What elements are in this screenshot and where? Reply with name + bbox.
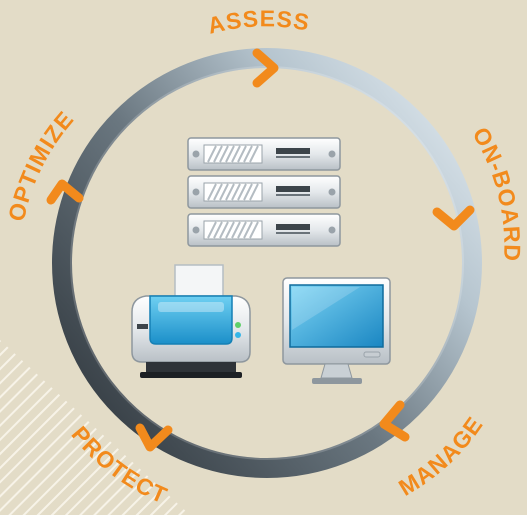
cycle-ring-highlight	[70, 66, 464, 460]
monitor-icon	[282, 277, 391, 384]
chevron-down-icon	[432, 205, 475, 231]
stage-label-assess: ASSESS	[205, 5, 312, 38]
chevron-left-icon	[379, 400, 410, 442]
server-unit	[187, 213, 341, 247]
server-rack-icon	[187, 137, 341, 247]
chevron-right-icon	[252, 48, 279, 88]
chevron-up-icon	[46, 179, 84, 205]
striped-corner-decoration	[0, 340, 190, 515]
server-unit	[187, 175, 341, 209]
cycle-ring	[52, 48, 482, 478]
printer-output-tray	[146, 362, 236, 374]
server-unit	[187, 137, 341, 171]
monitor-screen	[289, 284, 384, 348]
chevron-up-icon	[135, 423, 173, 452]
printer-icon	[131, 264, 251, 378]
